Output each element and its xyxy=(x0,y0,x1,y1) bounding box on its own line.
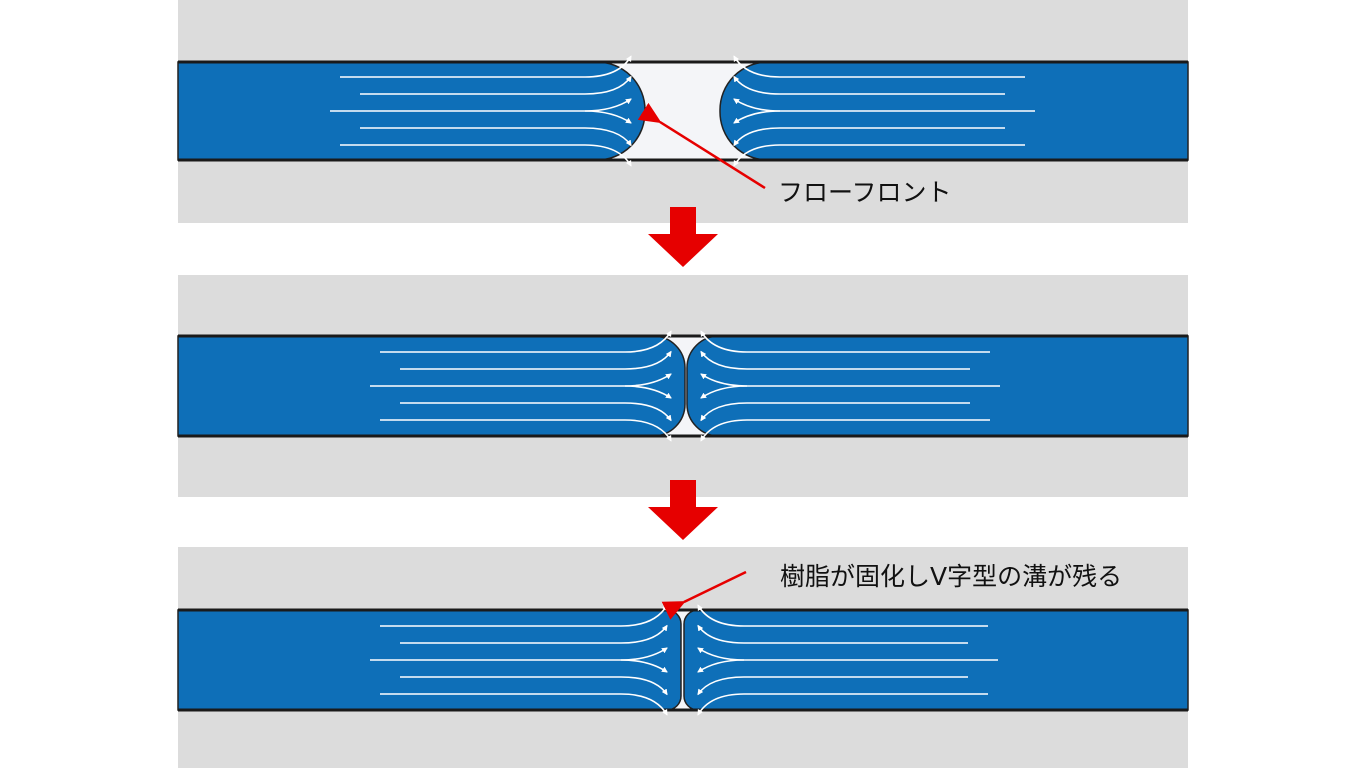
flow-front-pointer xyxy=(637,102,766,190)
flow-line xyxy=(400,624,668,644)
flow-line xyxy=(697,676,968,696)
flow-line xyxy=(700,385,748,399)
flow-front-label: フローフロント xyxy=(778,178,952,207)
flow-line xyxy=(700,419,990,442)
flow-line xyxy=(380,419,672,442)
down-arrow-1 xyxy=(648,207,718,267)
flow-line xyxy=(360,75,632,95)
flow-line xyxy=(697,604,988,627)
flow-line xyxy=(733,75,1005,95)
v-groove-label: 樹脂が固化しV字型の溝が残る xyxy=(780,562,1123,591)
flow-line xyxy=(584,110,632,124)
flow-line xyxy=(733,127,1005,147)
flow-line xyxy=(733,55,1025,78)
flow-line xyxy=(380,693,668,716)
flow-line xyxy=(400,402,672,422)
flow-line xyxy=(700,350,970,370)
flow-line xyxy=(733,110,781,124)
flow-line xyxy=(400,350,672,370)
flow-line xyxy=(700,402,970,422)
flow-line xyxy=(380,330,672,353)
flow-line xyxy=(697,624,968,644)
flow-line xyxy=(700,330,990,353)
flow-line xyxy=(733,144,1025,167)
flow-line xyxy=(340,55,632,78)
flow-line xyxy=(340,144,632,167)
stage-flow-fronts-meeting xyxy=(177,275,1189,497)
stage-resin-solidified xyxy=(177,547,1189,768)
flow-line xyxy=(697,693,988,716)
down-arrow-2 xyxy=(648,480,718,540)
stage-flow-fronts-approaching xyxy=(177,0,1189,223)
flow-line xyxy=(620,659,668,673)
flow-line xyxy=(697,659,745,673)
flow-line xyxy=(624,385,672,399)
flow-line xyxy=(360,127,632,147)
flow-line xyxy=(400,676,668,696)
v-groove-pointer xyxy=(661,570,747,620)
